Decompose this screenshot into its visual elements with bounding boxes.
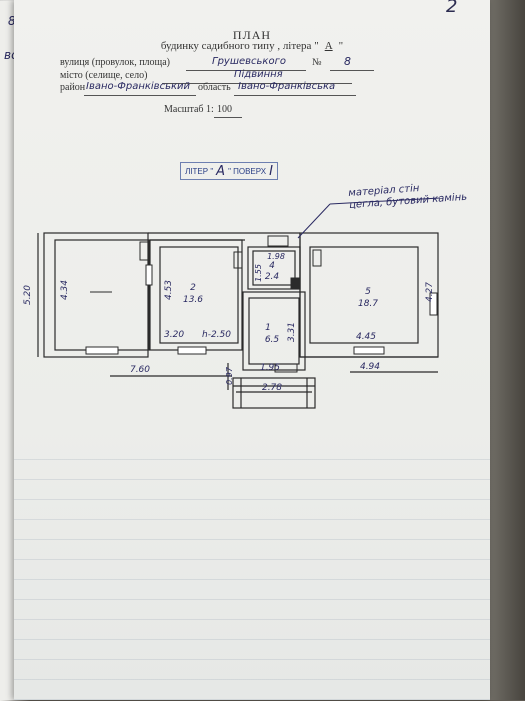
number-value: 8: [344, 55, 351, 68]
region-label: область: [198, 82, 231, 93]
subtitle-prefix: будинку садибного типу , літера ": [160, 40, 319, 52]
room5-number: 5: [365, 287, 371, 297]
plan-labels: 2 13.6 4 2.4 1 6.5 5 18.7 5.20 4.34 4.53…: [23, 252, 435, 393]
dim-right-section-width: 4.94: [360, 362, 380, 372]
street-label: вулиця (провулок, площа): [60, 57, 171, 68]
dim-room1-width: 1.95: [260, 363, 280, 373]
street-line: [186, 70, 306, 71]
city-value: Підвиння: [234, 69, 283, 80]
room1-area: 6.5: [265, 335, 280, 345]
dim-room5-width: 4.45: [356, 332, 376, 342]
room2-area: 13.6: [183, 295, 203, 305]
dim-porch-depth: 0.97: [225, 366, 234, 385]
material-leader: [297, 203, 331, 239]
plan-doors: [139, 235, 322, 373]
room4-area: 2.4: [265, 272, 280, 282]
stamp-letter: А: [216, 163, 226, 179]
plan-windows: [85, 264, 438, 355]
number-label: №: [312, 57, 322, 68]
stamp-floor-value: I: [269, 163, 273, 179]
dim-room1-height: 3.31: [287, 322, 297, 342]
dim-room5-height: 4.27: [425, 282, 435, 302]
scale-line: [214, 117, 242, 118]
street-value: Грушевського: [212, 56, 286, 67]
city-line: [162, 83, 352, 84]
dim-room2-height: 4.53: [164, 280, 174, 300]
room2-number: 2: [190, 283, 196, 293]
room1-number: 1: [265, 323, 271, 333]
material-leader-underline: [329, 197, 441, 205]
scale-value: 100: [217, 104, 232, 115]
stamp-floor-label: " ПОВЕРХ: [228, 166, 267, 176]
stamp-prefix: ЛІТЕР ": [185, 166, 214, 176]
dim-left-bottom: 7.60: [130, 365, 150, 375]
dim-room4-height: 1.55: [254, 264, 263, 282]
subtitle-letter: А: [324, 40, 333, 52]
region-line: [234, 95, 356, 96]
underlying-sheet-text-1: 8: [8, 14, 16, 28]
district-line: [84, 95, 196, 96]
floor-stamp: ЛІТЕР " А " ПОВЕРХ I: [180, 162, 278, 180]
city-label: місто (селище, село): [60, 70, 148, 81]
plan-walls: [37, 232, 439, 409]
region-value: Івано-Франківська: [238, 81, 336, 92]
subtitle-suffix: ": [338, 40, 344, 52]
dim-outer-left: 5.20: [23, 285, 33, 305]
scale-label: Масштаб 1:: [164, 104, 214, 115]
dim-room4-width: 1.98: [267, 252, 285, 261]
dim-porch-width: 2.78: [262, 383, 282, 393]
district-value: Івано-Франківський: [86, 81, 190, 92]
dim-room2-width: 3.20: [164, 330, 184, 340]
room4-number: 4: [269, 261, 275, 271]
page-number: 2: [446, 0, 458, 17]
ruled-lines: [14, 440, 490, 700]
room5-area: 18.7: [358, 299, 378, 309]
plan-subtitle: будинку садибного типу , літера " А ": [14, 40, 490, 52]
dim-ceiling-height: h-2.50: [202, 330, 231, 340]
number-line: [330, 70, 374, 71]
district-label: район: [60, 82, 86, 93]
street-row: вулиця (провулок, площа): [60, 57, 170, 68]
plan-title: ПЛАН: [232, 28, 272, 42]
dim-room3-height: 4.34: [60, 280, 70, 300]
